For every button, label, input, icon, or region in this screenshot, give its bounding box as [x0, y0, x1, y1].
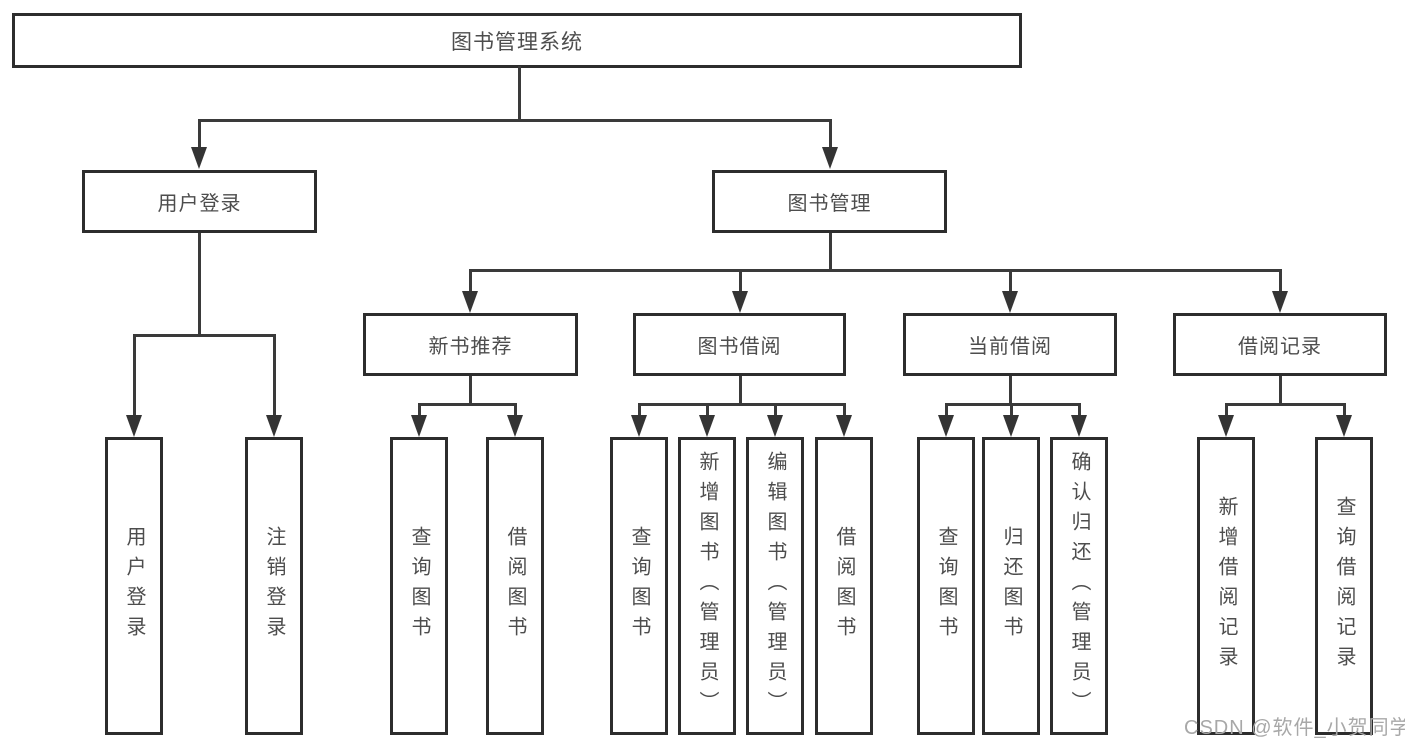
- watermark: CSDN @软件_小贺同学: [1184, 717, 1405, 739]
- leaf-label: 借阅图书: [504, 526, 526, 646]
- leaf-label: 编辑图书（管理员）: [764, 451, 786, 721]
- leaf-label: 注销登录: [263, 526, 285, 646]
- connector-section-drop: [469, 269, 472, 293]
- node-borrow-records-label: 借阅记录: [1238, 336, 1322, 358]
- connector-leaf-drop: [843, 403, 846, 417]
- connector-level1-rail: [198, 119, 832, 122]
- connector-leaf-drop: [1010, 403, 1013, 417]
- leaf-query-books-recommend: 查询图书: [390, 437, 448, 735]
- leaf-borrow-books-recommend: 借阅图书: [486, 437, 544, 735]
- connector-user-login-stem: [198, 233, 201, 336]
- connector-leaf-drop: [418, 403, 421, 417]
- connector-section-stem: [1009, 376, 1012, 405]
- connector-section-stem: [1279, 376, 1282, 405]
- connector-book-mgmt-stem: [829, 233, 832, 271]
- node-root-label: 图书管理系统: [451, 30, 583, 54]
- connector-level3-rail: [469, 269, 1282, 272]
- connector-leaf-drop: [774, 403, 777, 417]
- arrow-down-icon: [126, 415, 142, 437]
- leaf-logout: 注销登录: [245, 437, 303, 735]
- connector-section-drop: [1279, 269, 1282, 293]
- leaf-label: 新增借阅记录: [1215, 496, 1237, 676]
- arrow-down-icon: [938, 415, 954, 437]
- node-borrow-records: 借阅记录: [1173, 313, 1387, 376]
- connector-leaf-drop: [945, 403, 948, 417]
- node-new-book-recommend-label: 新书推荐: [428, 336, 513, 358]
- leaf-label: 查询图书: [935, 526, 957, 646]
- node-current-borrow: 当前借阅: [903, 313, 1117, 376]
- leaf-label: 借阅图书: [833, 526, 855, 646]
- arrow-down-icon: [1218, 415, 1234, 437]
- arrow-down-icon: [411, 415, 427, 437]
- arrow-down-icon: [1336, 415, 1352, 437]
- connector-leaf-drop: [1343, 403, 1346, 417]
- arrow-down-icon: [266, 415, 282, 437]
- connector-book-mgmt-drop: [829, 119, 832, 150]
- connector-section-stem: [739, 376, 742, 405]
- leaf-query-borrow-record: 查询借阅记录: [1315, 437, 1373, 735]
- leaf-label: 新增图书（管理员）: [696, 451, 718, 721]
- connector-leaf-drop: [273, 334, 276, 417]
- leaf-add-borrow-record: 新增借阅记录: [1197, 437, 1255, 735]
- arrow-down-icon: [836, 415, 852, 437]
- arrow-down-icon: [732, 291, 748, 313]
- node-user-login: 用户登录: [82, 170, 317, 233]
- connector-section-stem: [469, 376, 472, 405]
- node-book-management: 图书管理: [712, 170, 947, 233]
- arrow-down-icon: [1272, 291, 1288, 313]
- leaf-label: 查询借阅记录: [1333, 496, 1355, 676]
- connector-section-drop: [1009, 269, 1012, 293]
- leaf-label: 查询图书: [408, 526, 430, 646]
- connector-leaf-drop: [706, 403, 709, 417]
- connector-section-drop: [739, 269, 742, 293]
- node-book-management-label: 图书管理: [787, 193, 872, 215]
- leaf-label: 查询图书: [628, 526, 650, 646]
- arrow-down-icon: [1071, 415, 1087, 437]
- leaf-label: 归还图书: [1000, 526, 1022, 646]
- node-current-borrow-label: 当前借阅: [968, 336, 1052, 358]
- connector-section-rail: [418, 403, 517, 406]
- arrow-down-icon: [191, 147, 207, 169]
- connector-leaf-drop: [638, 403, 641, 417]
- node-book-borrow-label: 图书借阅: [697, 336, 782, 358]
- arrow-down-icon: [462, 291, 478, 313]
- leaf-confirm-return-admin: 确认归还（管理员）: [1050, 437, 1108, 735]
- leaf-label: 用户登录: [123, 526, 145, 646]
- leaf-query-books-current: 查询图书: [917, 437, 975, 735]
- node-user-login-label: 用户登录: [157, 193, 242, 215]
- connector-user-login-rail: [133, 334, 276, 337]
- leaf-label: 确认归还（管理员）: [1068, 451, 1090, 721]
- arrow-down-icon: [507, 415, 523, 437]
- connector-leaf-drop: [1078, 403, 1081, 417]
- leaf-user-login: 用户登录: [105, 437, 163, 735]
- leaf-borrow-books: 借阅图书: [815, 437, 873, 735]
- arrow-down-icon: [767, 415, 783, 437]
- connector-section-rail: [638, 403, 845, 406]
- leaf-query-books-borrow: 查询图书: [610, 437, 668, 735]
- connector-root-stem: [518, 66, 521, 121]
- connector-leaf-drop: [1225, 403, 1228, 417]
- node-book-borrow: 图书借阅: [633, 313, 846, 376]
- leaf-return-books: 归还图书: [982, 437, 1040, 735]
- connector-leaf-drop: [514, 403, 517, 417]
- arrow-down-icon: [699, 415, 715, 437]
- arrow-down-icon: [631, 415, 647, 437]
- leaf-add-book-admin: 新增图书（管理员）: [678, 437, 736, 735]
- connector-section-rail: [1225, 403, 1345, 406]
- arrow-down-icon: [1003, 415, 1019, 437]
- node-new-book-recommend: 新书推荐: [363, 313, 578, 376]
- node-root: 图书管理系统: [12, 13, 1022, 68]
- arrow-down-icon: [822, 147, 838, 169]
- arrow-down-icon: [1002, 291, 1018, 313]
- connector-leaf-drop: [133, 334, 136, 417]
- connector-user-login-drop: [198, 119, 201, 150]
- leaf-edit-book-admin: 编辑图书（管理员）: [746, 437, 804, 735]
